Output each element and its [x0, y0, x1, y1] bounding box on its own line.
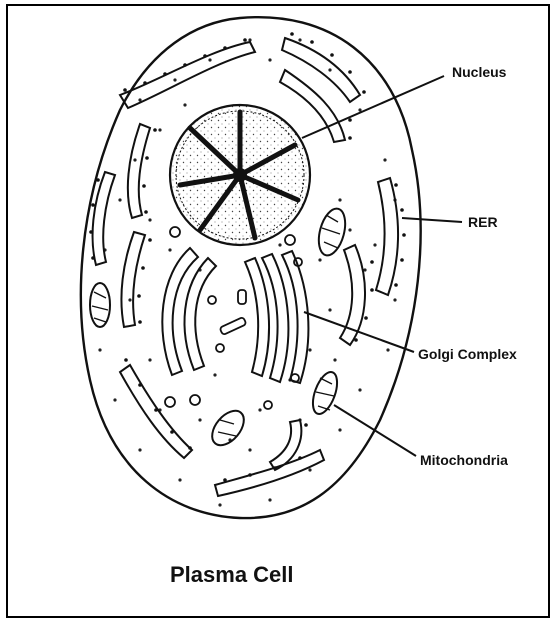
ribosome-dots: [89, 32, 406, 482]
label-nucleus: Nucleus: [452, 64, 506, 80]
nucleus: [170, 105, 310, 245]
cell-membrane: [81, 17, 421, 518]
figure-title: Plasma Cell: [170, 562, 294, 588]
label-golgi-complex: Golgi Complex: [418, 346, 517, 362]
golgi-complex: [162, 248, 308, 383]
label-rer: RER: [468, 214, 498, 230]
label-mitochondria: Mitochondria: [420, 452, 508, 468]
